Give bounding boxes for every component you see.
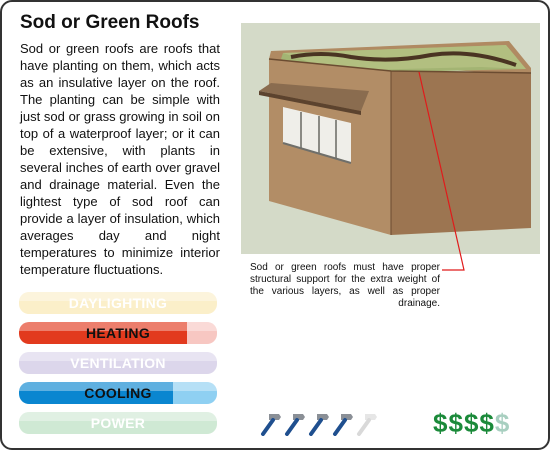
bar-highlight (19, 412, 217, 421)
bar-highlight (19, 292, 217, 301)
bar-power: POWER (19, 412, 217, 434)
dollar-icon: $ (433, 408, 448, 438)
hammer-icon (261, 414, 281, 436)
bar-label: COOLING (84, 385, 152, 401)
bar-daylighting: DAYLIGHTING (19, 292, 217, 314)
bar-label: VENTILATION (70, 355, 166, 371)
dollar-icon: $ (494, 408, 510, 438)
bar-highlight (19, 322, 217, 331)
cost-rating: $$$$$ (433, 408, 510, 438)
description-text: Sod or green roofs are roofs that have p… (20, 41, 220, 277)
bar-label: DAYLIGHTING (68, 295, 168, 311)
hammer-icon (309, 414, 329, 436)
bar-heating: HEATING (19, 322, 217, 344)
dollar-icon: $ (479, 408, 494, 438)
dollar-icon: $ (463, 408, 479, 438)
hammer-icon (333, 414, 353, 436)
figure-caption: Sod or green roofs must have proper stru… (250, 262, 440, 309)
bar-label: HEATING (85, 325, 151, 341)
bar-label: POWER (90, 415, 146, 431)
hammer-icon (285, 414, 305, 436)
bar-highlight (19, 352, 217, 361)
green-roof-illustration (241, 23, 540, 254)
bar-cooling: COOLING (19, 382, 217, 404)
effort-rating (260, 408, 380, 438)
bar-highlight (19, 382, 217, 391)
page-title: Sod or Green Roofs (20, 12, 200, 33)
bar-fill (19, 382, 174, 404)
dollar-icon: $ (448, 408, 463, 438)
bar-fill (19, 322, 188, 344)
hammer-icon (357, 414, 377, 436)
bar-ventilation: VENTILATION (19, 352, 217, 374)
